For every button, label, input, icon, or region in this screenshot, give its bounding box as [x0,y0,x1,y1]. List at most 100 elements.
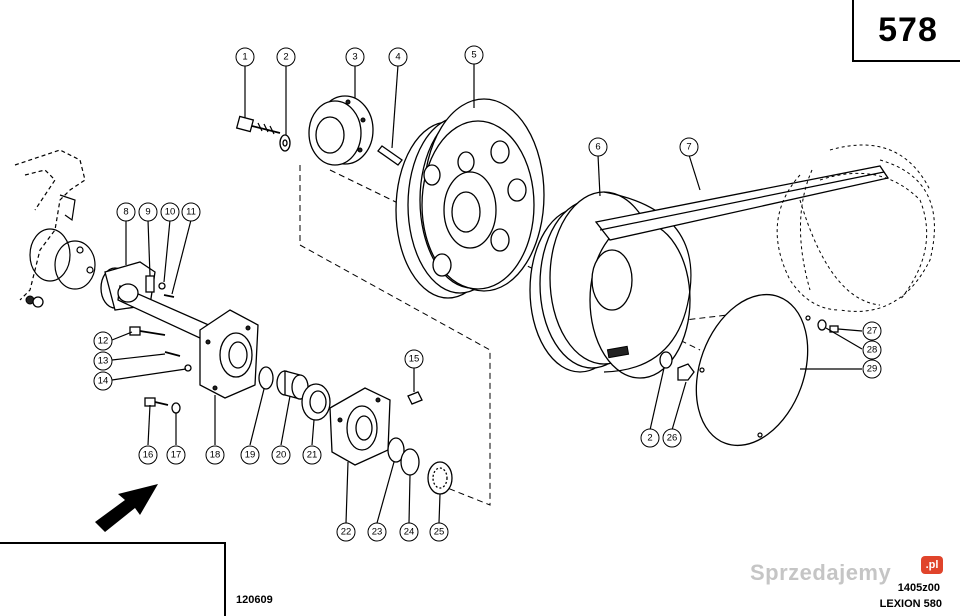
callout-14: 14 [93,371,113,391]
callout-11: 11 [181,202,201,222]
part-13-screw [164,351,181,357]
svg-text:25: 25 [434,527,445,538]
svg-text:12: 12 [98,336,109,347]
callout-9: 9 [138,202,158,222]
callout-12: 12 [93,331,113,351]
callout-4: 4 [388,47,408,67]
inset-frame [0,542,226,616]
callout-7: 7 [679,137,699,157]
svg-text:22: 22 [341,527,352,538]
callout-5: 5 [464,45,484,65]
callout-20: 20 [271,445,291,465]
part-11-screw [163,294,175,298]
svg-text:28: 28 [867,345,878,356]
callouts: 1 2 3 4 5 6 7 8 9 10 11 12 13 14 15 16 1… [93,45,882,542]
part-14-washer [184,364,192,372]
direction-arrow-icon [95,484,158,532]
part-9-plate [145,275,155,293]
svg-text:9: 9 [145,207,150,218]
page-number-box: 578 [852,0,960,62]
callout-29: 29 [862,359,882,379]
svg-text:17: 17 [171,450,182,461]
callout-22: 22 [336,522,356,542]
callout-28: 28 [862,340,882,360]
callout-1: 1 [235,47,255,67]
part-1-bolt [235,115,281,135]
svg-text:2: 2 [647,433,652,444]
svg-text:29: 29 [867,364,878,375]
svg-text:14: 14 [98,376,109,387]
callout-24: 24 [399,522,419,542]
callout-25: 25 [429,522,449,542]
callout-17: 17 [166,445,186,465]
part-4-key [377,145,403,166]
svg-text:10: 10 [165,207,176,218]
callout-3: 3 [345,47,365,67]
part-2-washer-right [659,351,673,369]
part-3-flange-hub [308,95,374,166]
svg-text:2: 2 [283,52,288,63]
svg-text:3: 3 [352,52,357,63]
part-10-washer [158,282,166,290]
svg-text:26: 26 [667,433,678,444]
callout-6: 6 [588,137,608,157]
callout-19: 19 [240,445,260,465]
part-5-pulley [395,98,545,299]
watermark-text: Sprzedajemy [750,560,892,585]
part-8-shaft [100,261,221,346]
callout-26: 26 [662,428,682,448]
svg-text:15: 15 [409,354,420,365]
callout-10: 10 [160,202,180,222]
part-7-v-belt [594,144,935,312]
part-29-cover-disc [695,293,811,447]
callout-2: 2 [276,47,296,67]
part-16-bolt [144,397,169,407]
svg-text:24: 24 [404,527,415,538]
svg-text:21: 21 [307,450,318,461]
watermark-badge: .pl [921,556,943,574]
part-21-bearing [301,383,331,421]
callout-15: 15 [404,349,424,369]
svg-text:8: 8 [123,207,128,218]
svg-text:27: 27 [867,326,878,337]
svg-text:1: 1 [242,52,247,63]
chassis-bracket [14,149,96,308]
part-23-ring [387,437,405,463]
svg-text:23: 23 [372,527,383,538]
svg-text:4: 4 [395,52,400,63]
part-12-bolt [129,326,166,336]
model-label: LEXION 580 [879,598,942,610]
callout-16: 16 [138,445,158,465]
svg-text:5: 5 [471,50,476,61]
part-17-washer [171,402,181,414]
part-28-washer [817,319,827,331]
part-19-ring [258,366,274,390]
part-24-ring [400,448,420,476]
callout-18: 18 [205,445,225,465]
callout-2-right: 2 [640,428,660,448]
part-25-clamping-ring [427,461,453,495]
callout-27: 27 [862,321,882,341]
svg-text:11: 11 [186,207,196,218]
part-18-bearing-housing [199,309,259,399]
part-26-nut [677,363,695,381]
callout-23: 23 [367,522,387,542]
svg-text:7: 7 [686,142,691,153]
svg-text:19: 19 [245,450,256,461]
callout-13: 13 [93,351,113,371]
svg-text:18: 18 [210,450,221,461]
part-15-grease-nipple [407,391,423,405]
page-number: 578 [878,10,938,49]
callout-8: 8 [116,202,136,222]
svg-text:16: 16 [143,450,154,461]
svg-text:20: 20 [276,450,287,461]
callout-21: 21 [302,445,322,465]
part-22-bearing-flange [329,387,391,466]
svg-text:6: 6 [595,142,600,153]
document-code: 1405z00 [897,582,940,594]
svg-text:13: 13 [98,356,109,367]
assembly-guide-line [299,165,491,506]
leader-lines [111,63,863,524]
